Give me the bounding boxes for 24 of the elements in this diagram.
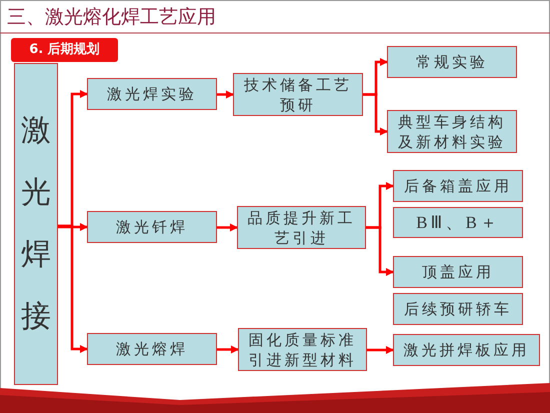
arrow — [217, 224, 238, 232]
process-box: 常规实验 — [387, 46, 517, 78]
process-box: 品质提升新工艺引进 — [237, 206, 366, 249]
process-box: 固化质量标准引进新型材料 — [238, 328, 367, 371]
process-box: 典型车身结构及新材料实验 — [387, 110, 517, 153]
arrow — [366, 226, 394, 276]
process-box: 后续预研轿车 — [393, 293, 523, 325]
section-tab: 6. 后期规划 — [11, 38, 118, 62]
process-box: 技术储备工艺预研 — [233, 73, 363, 116]
arrow — [367, 346, 394, 354]
process-box: 顶盖应用 — [393, 256, 523, 288]
arrow — [58, 223, 88, 231]
arrow — [58, 224, 88, 353]
arrow — [217, 90, 234, 98]
process-box: 后备箱盖应用 — [393, 170, 523, 202]
process-box: 激光焊实验 — [87, 78, 217, 110]
slide-title: 三、激光熔化焊工艺应用 — [7, 5, 216, 29]
process-box: 激光熔焊 — [87, 333, 217, 365]
arrow — [363, 93, 388, 136]
process-box: 激光拼焊板应用 — [393, 334, 540, 366]
arrow — [217, 346, 239, 354]
process-box: BⅢ、B＋ — [393, 207, 523, 238]
process-box: 激光钎焊 — [87, 211, 217, 243]
vertical-title-box: 激光焊接 — [14, 63, 58, 385]
